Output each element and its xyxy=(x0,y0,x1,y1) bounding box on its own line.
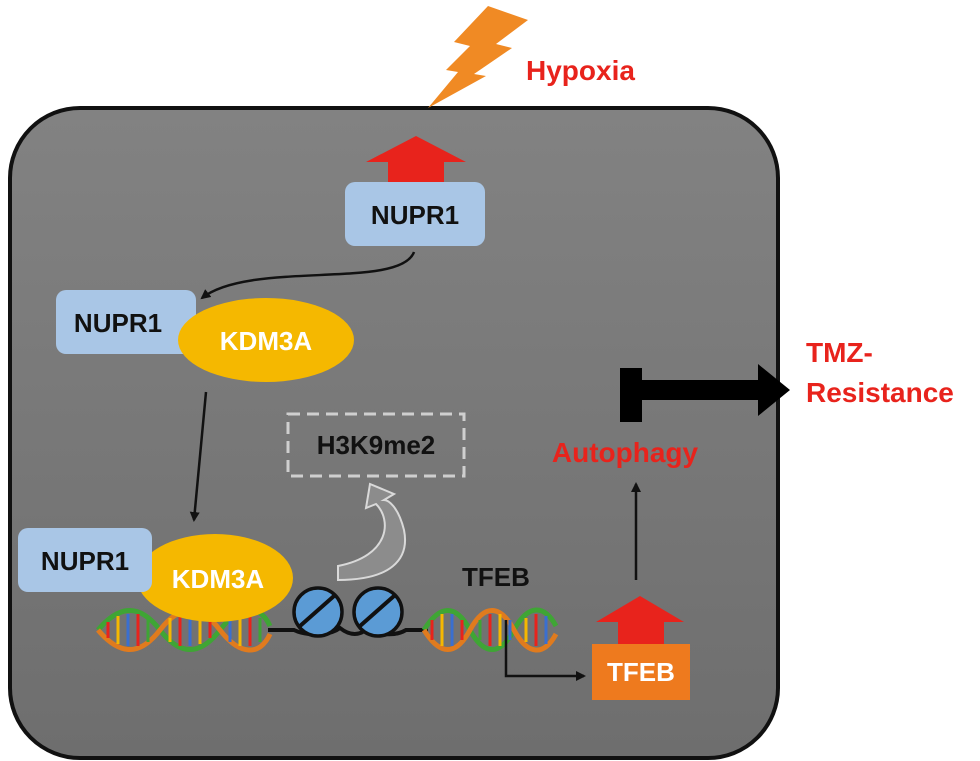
tfeb-protein-label: TFEB xyxy=(607,657,675,687)
h3k9me2-box xyxy=(286,412,466,478)
resistance-arrow xyxy=(618,364,790,420)
dna-helix-icon xyxy=(421,607,559,653)
hypoxia-label: Hypoxia xyxy=(526,55,635,86)
transcription-arrow xyxy=(504,620,586,681)
tfeb-gene-label: TFEB xyxy=(462,562,530,592)
nupr1-dna-label: NUPR1 xyxy=(41,546,129,576)
demethylation-arrow xyxy=(337,482,406,582)
tmz-resistance-line1: TMZ- xyxy=(806,337,873,368)
kdm3a-dna-label: KDM3A xyxy=(172,564,265,594)
up-arrow-icon xyxy=(366,136,466,190)
kdm3a-ellipse-complex xyxy=(178,298,354,382)
resistance-arrow-stem xyxy=(620,368,642,422)
kdm3a-ellipse-dna xyxy=(137,534,293,622)
nupr1-box-complex xyxy=(56,290,196,354)
tmz-resistance-line2: Resistance xyxy=(806,377,954,408)
nupr1-box-top xyxy=(345,182,485,246)
nupr1-top-label: NUPR1 xyxy=(371,200,459,230)
up-arrow-icon xyxy=(596,596,684,650)
recruitment-arrow xyxy=(189,391,208,522)
nupr1-complex-label: NUPR1 xyxy=(74,308,162,338)
nucleosome-icon xyxy=(292,586,404,638)
tfeb-protein-box xyxy=(592,644,690,700)
kdm3a-complex-label: KDM3A xyxy=(220,326,313,356)
autophagy-label: Autophagy xyxy=(552,437,699,468)
h3k9me2-label: H3K9me2 xyxy=(317,430,436,460)
nupr1-box-dna xyxy=(18,528,152,592)
binding-arrow xyxy=(200,251,416,300)
lightning-bolt-icon xyxy=(428,6,528,108)
